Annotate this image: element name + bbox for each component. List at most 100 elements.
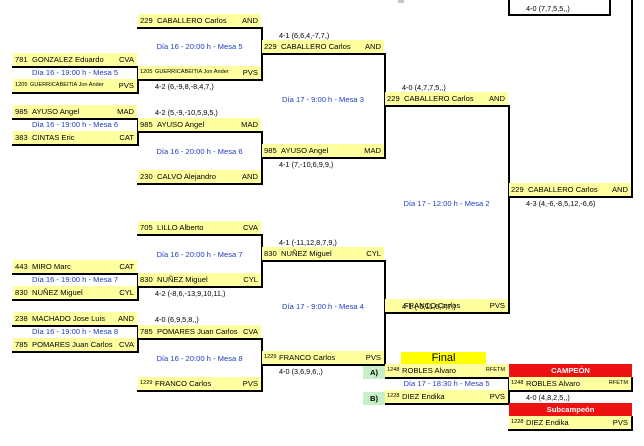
- player-slot[interactable]: 229 CABALLERO Carlos AND: [262, 40, 384, 53]
- player-slot[interactable]: FRANCO Carlos PVS: [385, 299, 508, 312]
- match-info: Día 17 - 9:00 h - Mesa 3: [282, 95, 364, 104]
- player-slot[interactable]: 830 NUÑEZ Miguel CYL: [262, 247, 384, 260]
- seed-number: 1229: [264, 354, 277, 360]
- seed-number: 1205: [15, 82, 28, 88]
- champion-header: CAMPEÓN: [509, 364, 632, 378]
- bracket-line: [631, 0, 633, 198]
- bracket-line: [508, 0, 510, 16]
- player-name: CABALLERO Carlos: [404, 94, 474, 103]
- seed-number: 830: [140, 275, 153, 284]
- player-name: LILLO Alberto: [157, 223, 204, 232]
- player-slot[interactable]: 229 CABALLERO Carlos AND: [509, 183, 631, 196]
- player-name: ROBLES Alvaro: [526, 379, 581, 388]
- player-name: FRANCO Carlos: [404, 301, 461, 310]
- match-result: 4-1 (6,6,4,-7,7,): [279, 31, 330, 40]
- player-slot[interactable]: 383 CINTAS Eric CAT: [13, 131, 137, 144]
- bracket-line: [12, 299, 138, 301]
- match-result: 4-0 (6,9,5,8,,): [155, 315, 199, 324]
- player-slot[interactable]: 985 AYUSO Angel MAD: [262, 144, 384, 157]
- runner-up-slot[interactable]: 1228 DIEZ Endika PVS: [509, 416, 631, 429]
- team-code: AND: [241, 172, 258, 181]
- seed-number: 1228: [387, 393, 400, 399]
- bracket-line: [261, 53, 385, 55]
- player-slot[interactable]: 238 MACHADO Jose Luis AND: [13, 312, 137, 325]
- seed-number: 830: [264, 249, 277, 258]
- seed-number: 785: [15, 340, 28, 349]
- player-name: FRANCO Carlos: [279, 353, 336, 362]
- team-code: PVS: [365, 353, 381, 362]
- match-info: Día 16 - 20:00 h - Mesa 7: [156, 250, 243, 259]
- team-code: MAD: [241, 120, 258, 129]
- player-slot[interactable]: 1205 GUERRICABEITIA Jon Ander PVS: [138, 66, 261, 79]
- match-info: Día 16 - 19:00 h - Mesa 5: [31, 68, 119, 77]
- player-slot[interactable]: 785 POMARES Juan Carlos CVA: [138, 325, 261, 338]
- match-info: Día 16 - 19:00 h - Mesa 7: [31, 275, 119, 284]
- seed-number: 785: [140, 327, 153, 336]
- player-slot[interactable]: 830 NUÑEZ Miguel CYL: [138, 273, 261, 286]
- seed-number: 238: [15, 314, 28, 323]
- player-slot[interactable]: 1229 FRANCO Carlos PVS: [138, 377, 261, 390]
- player-name: GUERRICABEITIA Jon Ander: [155, 69, 229, 75]
- player-slot[interactable]: 985 AYUSO Angel MAD: [13, 105, 137, 118]
- player-slot[interactable]: 229 CABALLERO Carlos AND: [385, 92, 508, 105]
- player-slot[interactable]: 1229 FRANCO Carlos PVS: [262, 351, 384, 364]
- seed-number: 229: [387, 94, 400, 103]
- match-result: 4-0 (7,7,5,5,,): [526, 4, 570, 13]
- match-info: Día 16 - 20:00 h - Mesa 8: [156, 354, 243, 363]
- match-info: Día 16 - 20:00 h - Mesa 5: [156, 42, 243, 51]
- match-info: Día 17 - 12:00 h - Mesa 2: [403, 199, 490, 208]
- bracket-line: [508, 429, 632, 431]
- match-result: 4-1 (-11,12,8,7,9,): [279, 238, 337, 247]
- player-slot[interactable]: 705 LILLO Alberto CVA: [138, 221, 261, 234]
- player-slot[interactable]: 230 CALVO Alejandro AND: [138, 170, 261, 183]
- player-slot[interactable]: 443 MIRO Marc CAT: [13, 260, 137, 273]
- team-code: RFETM: [485, 367, 505, 373]
- seed-number: 1248: [511, 380, 524, 386]
- player-name: CABALLERO Carlos: [528, 185, 598, 194]
- bracket-line: [261, 364, 385, 366]
- team-code: AND: [117, 314, 134, 323]
- player-slot[interactable]: 1248 ROBLES Alvaro RFETM: [385, 364, 508, 377]
- player-name: CABALLERO Carlos: [281, 42, 351, 51]
- team-code: MAD: [364, 146, 381, 155]
- bracket-line: [12, 144, 138, 146]
- team-code: PVS: [118, 81, 134, 90]
- team-code: AND: [241, 16, 258, 25]
- bracket-line: [137, 183, 262, 185]
- player-slot[interactable]: 1205 GUERRICABEITIA Jon Ander PVS: [13, 79, 137, 92]
- team-code: RFETM: [608, 380, 628, 386]
- seed-number: 1229: [140, 380, 153, 386]
- bracket-line: [631, 416, 633, 431]
- champion-slot[interactable]: 1248 ROBLES Alvaro RFETM: [509, 377, 631, 390]
- bracket-line: [12, 118, 138, 120]
- player-slot[interactable]: 830 NUÑEZ Miguel CYL: [13, 286, 137, 299]
- seed-number: 985: [140, 120, 153, 129]
- bracket-line: [12, 273, 138, 275]
- player-name: AYUSO Angel: [281, 146, 329, 155]
- match-result: 4-1 (-5,11,6,7,7,): [402, 302, 456, 311]
- seed-number: 985: [15, 107, 28, 116]
- bracket-line: [137, 390, 262, 392]
- match-info: Día 16 - 19:00 h - Mesa 6: [31, 120, 119, 129]
- player-slot[interactable]: 781 GONZALEZ Eduardo CVA: [13, 53, 137, 66]
- player-slot[interactable]: 785 POMARES Juan Carlos CVA: [13, 338, 137, 351]
- team-code: CVA: [118, 340, 134, 349]
- player-slot[interactable]: 229 CABALLERO Carlos AND: [138, 14, 261, 27]
- team-code: CVA: [242, 327, 258, 336]
- match-result: 4-2 (-8,6,-13,9,10,11,): [155, 289, 226, 298]
- player-name: CALVO Alejandro: [157, 172, 216, 181]
- seed-number: 985: [264, 146, 277, 155]
- seed-number: 229: [264, 42, 277, 51]
- match-result: 4-3 (4,-6,-8,5,12,-6,6): [526, 199, 596, 208]
- player-slot[interactable]: 1228 DIEZ Endika PVS: [385, 390, 508, 403]
- bracket-line: [508, 105, 510, 314]
- team-code: AND: [364, 42, 381, 51]
- seed-number: 1205: [140, 69, 153, 75]
- player-slot[interactable]: 985 AYUSO Angel MAD: [138, 118, 261, 131]
- bracket-line: [137, 131, 262, 133]
- player-name: NUÑEZ Miguel: [32, 288, 83, 297]
- bracket-line: [137, 79, 262, 81]
- match-info: Día 17 - 9:00 h - Mesa 4: [282, 302, 364, 311]
- bracket-line: [12, 351, 138, 353]
- player-name: CINTAS Eric: [32, 133, 75, 142]
